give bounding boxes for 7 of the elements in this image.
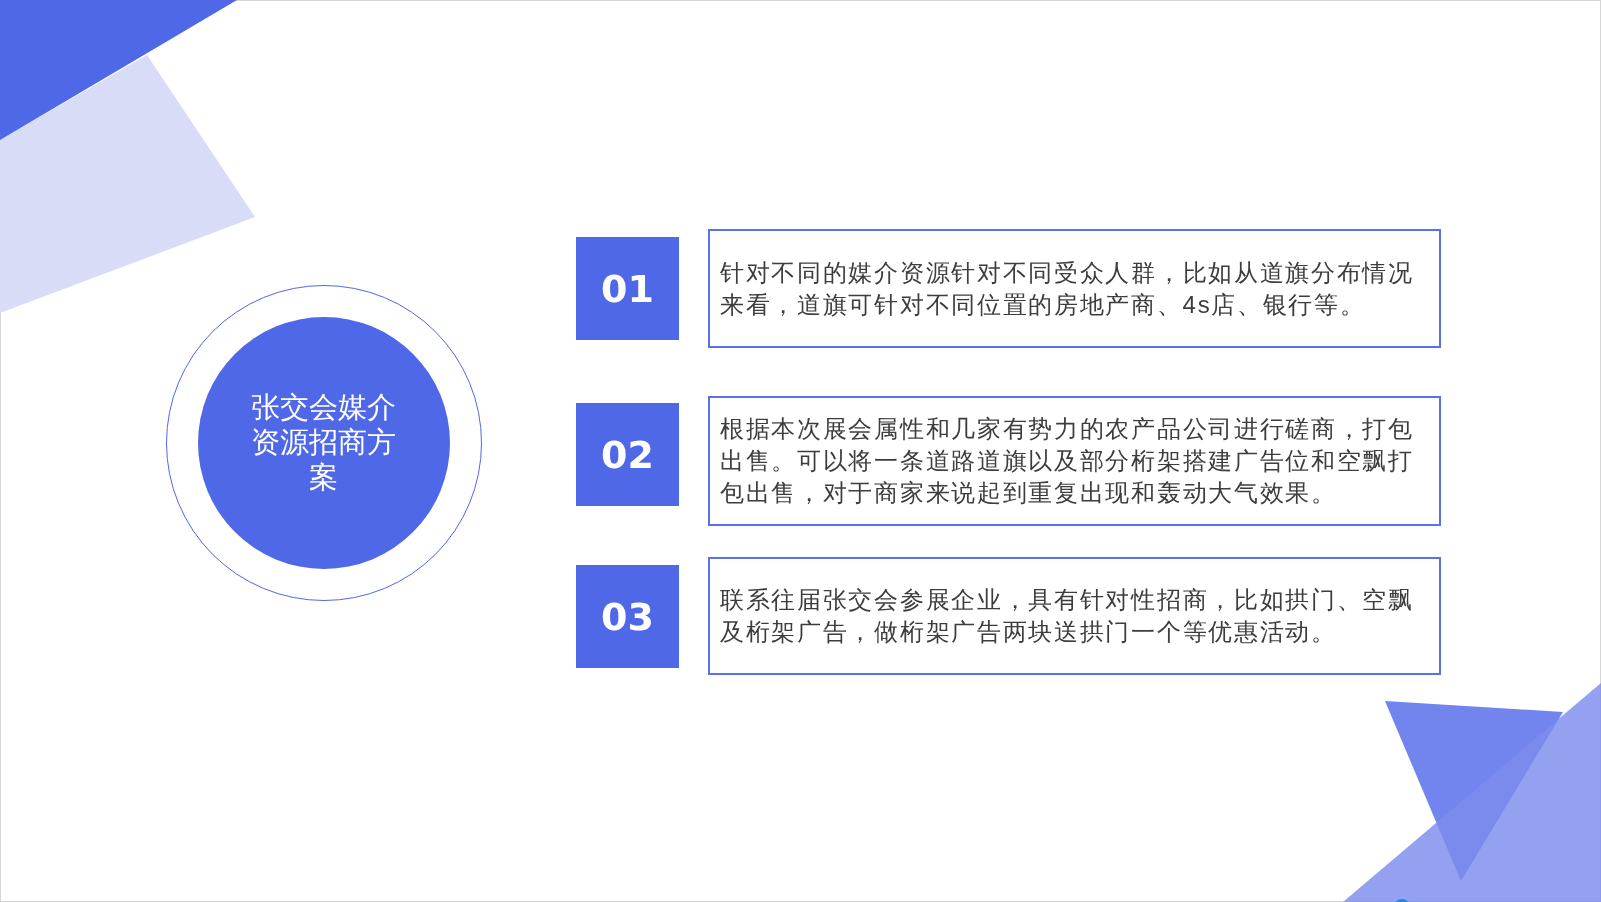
title-circle: 张交会媒介资源招商方案 [197, 316, 450, 569]
number-badge: 03 [576, 565, 679, 668]
text-box: 针对不同的媒介资源针对不同受众人群，比如从道旗分布情况来看，道旗可针对不同位置的房地产商、4s店、银行等。 [708, 229, 1441, 348]
number-badge: 02 [576, 403, 679, 506]
text-box: 根据本次展会属性和几家有势力的农产品公司进行磋商，打包出售。可以将一条道路道旗以及部分桁架搭建广告位和空飘打包出售，对于商家来说起到重复出现和轰动大气效果。 [708, 396, 1441, 526]
number-badge: 01 [576, 237, 679, 340]
text-box: 联系往届张交会参展企业，具有针对性招商，比如拱门、空飘及桁架广告，做桁架广告两块送拱门一个等优惠活动。 [708, 557, 1441, 675]
